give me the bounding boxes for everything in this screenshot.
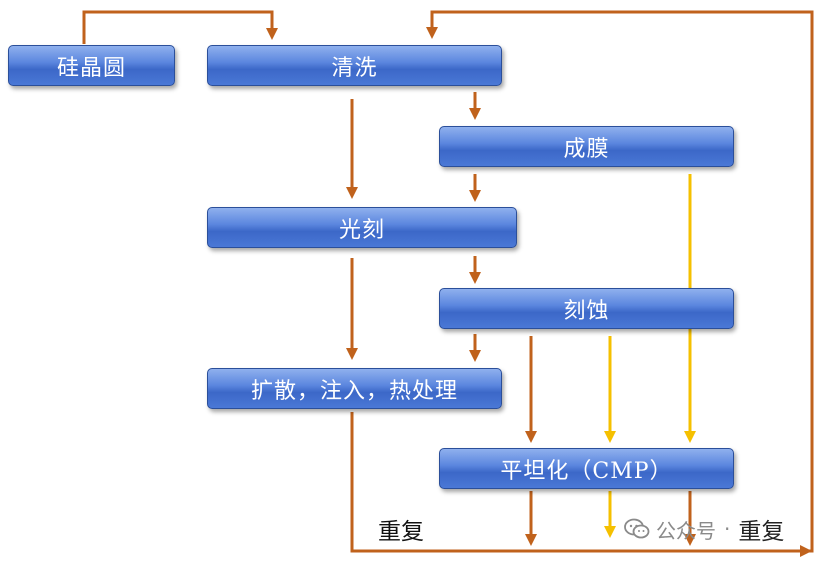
node-film: 成膜 [439, 126, 734, 167]
watermark-text: 重复 [738, 519, 785, 545]
node-clean: 清洗 [207, 45, 502, 86]
node-litho: 光刻 [207, 207, 517, 248]
node-diffusion: 扩散，注入，热处理 [207, 368, 502, 409]
arrow-wafer-to-clean [82, 10, 278, 44]
wechat-icon [624, 518, 650, 540]
node-etch: 刻蚀 [439, 288, 734, 329]
watermark-separator: · [724, 517, 731, 541]
node-cmp: 平坦化（CMP） [439, 448, 734, 489]
arrow-repeat-loop [350, 10, 814, 553]
repeat-label: 重复 [378, 519, 424, 545]
node-wafer: 硅晶圆 [8, 45, 175, 86]
watermark: 公众号 · 重复 [624, 512, 784, 546]
watermark-account: 公众号 [656, 518, 716, 543]
